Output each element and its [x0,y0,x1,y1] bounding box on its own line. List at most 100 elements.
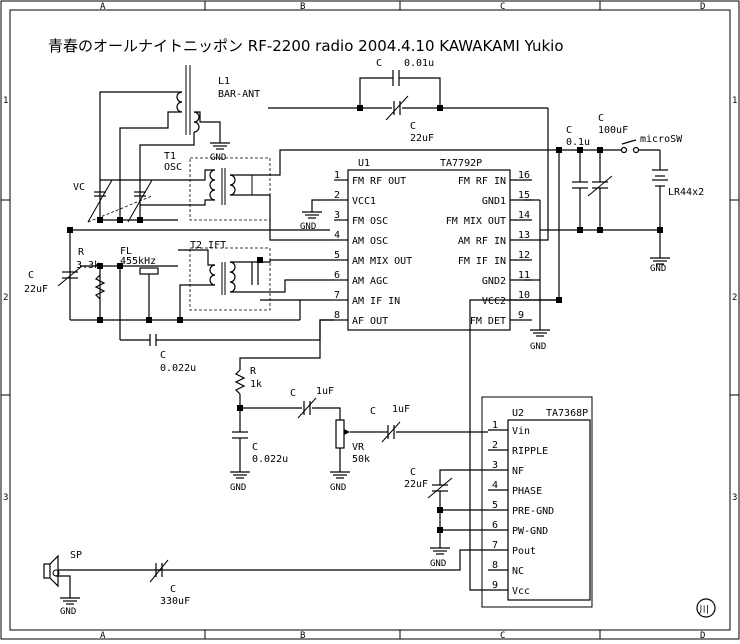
row-1-right: 1 [732,96,737,106]
cap-01-value: 0.1u [566,137,590,148]
u1-pin-number: 3 [334,210,340,221]
cap0022-ref: C [160,350,166,361]
u1-pin-name: VCC2 [482,296,506,307]
u1-pin-name: FM MIX OUT [446,216,506,227]
col-b-top: B [300,2,305,12]
u1-pin-number: 12 [518,250,530,261]
gnd-c0022b-label: GND [230,483,246,493]
u2-pin-name: NC [512,566,524,577]
l1-value: BAR-ANT [218,89,260,100]
vc-label: VC [73,182,85,193]
l1-ref: L1 [218,76,230,87]
t1-osc: OSC [164,162,182,173]
u2-pin-name: Vcc [512,586,530,597]
cap-100-value: 100uF [598,125,628,136]
col-d-bottom: D [700,631,705,640]
cap0022-value: 0.022u [160,363,196,374]
cap-top-value: 0.01u [404,58,434,69]
resistor-1k [234,369,246,395]
u1-pin-number: 6 [334,270,340,281]
vr-ref: VR [352,442,365,453]
u1-pin-name: AM AGC [352,276,388,287]
u1-pin-name: FM DET [470,316,506,327]
vr-value: 50k [352,454,370,465]
u2-pin-number: 3 [492,460,498,471]
u1-pin-number: 10 [518,290,530,301]
u2-pin-name: RIPPLE [512,446,548,457]
u2-pin-number: 5 [492,500,498,511]
u1-pin-number: 9 [518,310,524,321]
u2-pin-name: PHASE [512,486,542,497]
cap-100-ref: C [598,113,604,124]
row-3-left: 3 [3,493,8,503]
u2-pin-number: 1 [492,420,498,431]
t1-oscillator-coil: T1 OSC [164,151,271,221]
u1-pin-number: 16 [518,170,530,181]
t2-if-transformer: T2 IFT [189,240,271,311]
c1u-b-ref: C [370,406,376,417]
u1-pin-name: FM RF OUT [352,176,406,187]
u1-part: TA7792P [440,158,482,169]
af-path: GND GND R 1k C 1uF C 1uF C 0.022u VR 50k [230,319,488,493]
u1-pin-number: 8 [334,310,340,321]
u2-pin-name: PRE-GND [512,506,554,517]
u1-pin-name: AM MIX OUT [352,256,412,267]
u2-pin-number: 9 [492,580,498,591]
microsw-label: microSW [640,134,683,145]
u1-ref: U1 [358,158,370,169]
c22-u2-ref: C [410,467,416,478]
u1-pin-name: AM RF IN [458,236,506,247]
speaker: GND SP C 330uF [43,550,190,617]
speaker-label: SP [70,550,82,561]
gnd-speaker-label: GND [60,607,76,617]
page-title: 青春のオールナイトニッポン RF-2200 radio 2004.4.10 KA… [48,37,564,55]
antenna-wiring [99,91,221,220]
c330-ref: C [170,584,176,595]
author-logo: 川 [696,598,716,618]
u1-pin-number: 2 [334,190,340,201]
r1k-ref: R [250,366,257,377]
resistor-3.3k [94,274,106,300]
cap-22uf-top: C 22uF [268,95,548,144]
u1-pin-number: 13 [518,230,530,241]
u1-pin-name: AM OSC [352,236,388,247]
u2-pin-number: 7 [492,540,498,551]
gnd-gnd2-label: GND [530,342,546,352]
c0022b-value: 0.022u [252,454,288,465]
u1-pin-name: GND2 [482,276,506,287]
inner-frame [9,9,731,631]
u1-pin-name: FM RF IN [458,176,506,187]
u2-external: GND C 22uF [58,297,562,591]
u2-pin-number: 4 [492,480,498,491]
row-3-right: 3 [732,493,737,503]
t2-label: T2 IFT [190,240,226,251]
gnd-l1-label: GND [210,153,226,163]
ceramic-filter [139,267,159,275]
cap22-left-value: 22uF [24,284,48,295]
logo-mark: 川 [699,605,709,616]
col-c-top: C [500,2,505,12]
gnd-vcc1: GND [300,199,334,232]
gnd-gnd2: GND [530,329,550,352]
row-1-left: 1 [3,96,8,106]
u1-pin-number: 5 [334,250,340,261]
c1u-b-value: 1uF [392,404,410,415]
c22-u2-value: 22uF [404,479,428,490]
cap-01-ref: C [566,125,572,136]
col-c-bottom: C [500,631,505,640]
row-2-left: 2 [3,293,8,303]
t1-ref: T1 [164,151,176,162]
row-2-right: 2 [732,293,737,303]
u2-pin-name: PW-GND [512,526,548,537]
u2-ref: U2 [512,408,524,419]
gnd-u2-label: GND [430,559,446,569]
u2-pin-name: Pout [512,546,536,557]
frame-labels: A B C D A B C D 1 2 3 1 2 3 [3,2,737,641]
cap-22-top-value: 22uF [410,133,434,144]
u2-pin-number: 8 [492,560,498,571]
u2-pins: 1Vin2RIPPLE3NF4PHASE5PRE-GND6PW-GND7Pout… [488,420,554,597]
u1-pin-name: FM IF IN [458,256,506,267]
col-a-top: A [100,2,106,12]
cap-0.01u: C 0.01u [359,58,441,108]
c0022b-ref: C [252,442,258,453]
